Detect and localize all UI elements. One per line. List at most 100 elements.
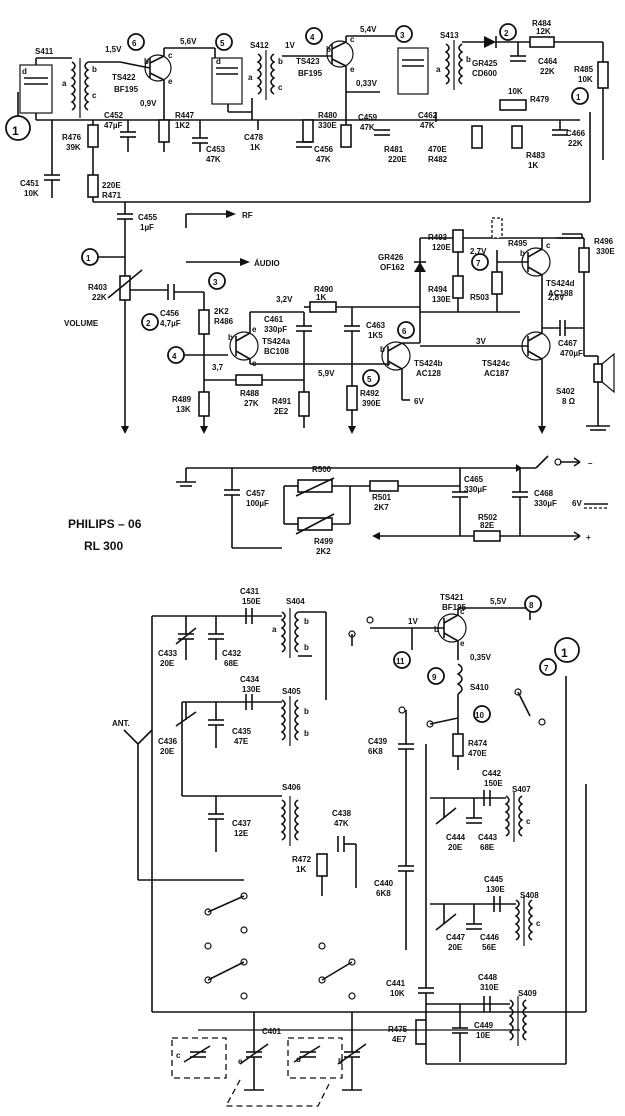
svg-text:+: + [586,533,591,542]
test-point-6-top [127,33,145,51]
svg-text:b: b [304,729,309,738]
antenna-symbol: ANT. [112,719,244,881]
svg-text:C433: C433 [158,649,178,658]
capacitor-c453: C453 47K [192,120,226,164]
resistor-r483: R484 12K [529,19,555,48]
svg-text:1V: 1V [408,617,418,626]
capacitor-c456: C456 4,7µF [160,284,204,328]
rf-label: RF [242,211,253,220]
svg-text:C434: C434 [240,675,260,684]
capacitor-c456-top: C456 47K [296,141,334,164]
svg-text:310E: 310E [480,983,499,992]
resistor-r482: 470E R482 [428,125,483,164]
svg-text:b: b [228,333,233,342]
resistor-r499: R499 2K2 [284,486,351,556]
voltage-label: 1,5V [105,45,122,54]
svg-text:1K5: 1K5 [368,331,383,340]
svg-text:1K: 1K [316,293,326,302]
svg-text:TS424a: TS424a [262,337,291,346]
capacitor-c443: C443 68E [466,798,498,852]
resistor-r480: R480 330E [302,111,338,143]
resistor-r484: R483 1K [511,125,546,170]
svg-text:8 Ω: 8 Ω [562,397,576,406]
test-point-10 [473,705,491,723]
svg-text:2: 2 [146,319,151,328]
svg-text:20E: 20E [448,843,463,852]
svg-text:b: b [92,65,97,74]
svg-text:10K: 10K [508,87,523,96]
transformer-s413: S413 a b [397,31,471,95]
transformer-s405: S405 b b [280,687,309,746]
capacitor-c452: C452 47µF [104,111,136,152]
transistor-type: BF195 [114,85,139,94]
resistor-r503-preset: R495 [491,217,528,248]
svg-text:R495: R495 [508,239,528,248]
svg-text:R479: R479 [530,95,550,104]
svg-text:d: d [22,67,27,76]
svg-text:5,4V: 5,4V [360,25,377,34]
svg-text:e: e [168,77,173,86]
svg-text:130E: 130E [486,885,505,894]
svg-text:C435: C435 [232,727,252,736]
svg-text:1: 1 [561,646,568,660]
svg-text:c: c [92,91,97,100]
capacitor-c432: C432 68E [208,616,242,668]
svg-text:12K: 12K [536,27,551,36]
test-point-2-top [499,23,517,41]
svg-text:C463: C463 [366,321,386,330]
svg-text:BF195: BF195 [298,69,323,78]
svg-text:11: 11 [396,657,405,666]
test-point-7-bottom [539,658,557,676]
svg-text:47K: 47K [206,155,221,164]
svg-text:e: e [460,639,465,648]
svg-text:S407: S407 [512,785,531,794]
svg-text:c: c [526,817,531,826]
transformer-s406: S406 [280,783,301,846]
transistor-ts424b: TS424b AC128 b [380,341,443,378]
svg-text:C440: C440 [374,879,394,888]
svg-text:OF162: OF162 [380,263,405,272]
svg-text:C468: C468 [534,489,554,498]
svg-text:TS424c: TS424c [482,359,511,368]
svg-text:220E: 220E [388,155,407,164]
svg-text:S406: S406 [282,783,301,792]
svg-text:1V: 1V [285,41,295,50]
svg-text:R472: R472 [292,855,312,864]
svg-text:BC108: BC108 [264,347,289,356]
svg-text:–: – [588,459,593,468]
capacitor-c448: C448 310E [478,973,499,1012]
svg-text:C445: C445 [484,875,504,884]
svg-text:10E: 10E [476,1031,491,1040]
svg-text:47K: 47K [420,121,435,130]
svg-text:R494: R494 [428,285,448,294]
svg-text:C437: C437 [232,819,252,828]
svg-text:R503: R503 [470,293,490,302]
resistor-r489: R489 13K [172,391,210,428]
svg-text:b: b [304,707,309,716]
svg-text:6K8: 6K8 [376,889,391,898]
svg-text:120E: 120E [432,243,451,252]
svg-text:C478: C478 [244,133,264,142]
transformer-s404: S404 a b b [272,597,309,658]
test-point-5-audio [362,369,380,387]
svg-text:b: b [144,57,149,66]
svg-text:130E: 130E [432,295,451,304]
svg-text:130E: 130E [242,685,261,694]
svg-text:C436: C436 [158,737,178,746]
svg-text:C401: C401 [262,1027,282,1036]
svg-text:470µF: 470µF [560,349,583,358]
svg-text:C467: C467 [558,339,578,348]
test-point-1-left [5,115,31,141]
svg-text:b: b [278,57,283,66]
svg-text:R485: R485 [574,65,594,74]
capacitor-c463: C463 1K5 [344,307,386,364]
svg-text:C446: C446 [480,933,500,942]
svg-text:R474: R474 [468,739,488,748]
svg-text:C451: C451 [20,179,40,188]
svg-text:R496: R496 [594,237,614,246]
svg-text:10K: 10K [390,989,405,998]
transistor-ts423: TS423 BF195 b c e [296,35,355,78]
svg-text:a: a [248,73,253,82]
resistor-r471: 220E R471 [87,174,122,202]
test-point-1-bottom [554,637,580,663]
